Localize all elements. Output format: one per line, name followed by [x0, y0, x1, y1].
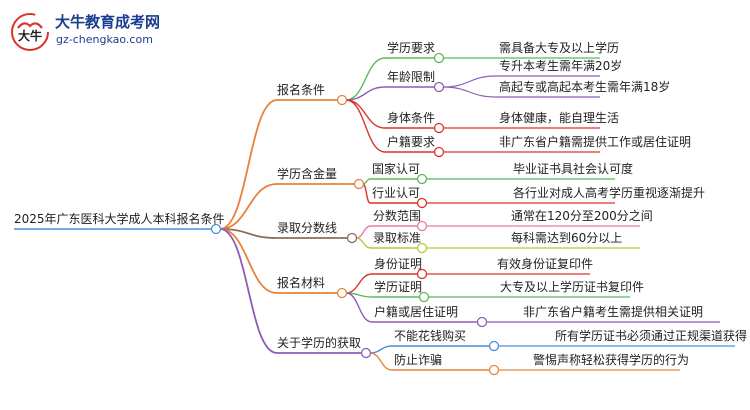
- child-link-0-1: [345, 86, 386, 101]
- child-node-0-1[interactable]: [433, 81, 445, 93]
- child-link-0-2: [345, 99, 386, 129]
- child-node-4-0[interactable]: [488, 340, 500, 352]
- detail-label-0-1-0: 专升本考生需年满20岁: [499, 59, 623, 73]
- branch-label-1: 学历含金量: [277, 167, 338, 181]
- branch-label-4: 关于学历的获取: [277, 336, 362, 350]
- detail-label-0-1-1: 高起专或高起本考生需年满18岁: [499, 80, 671, 94]
- detail-label-4-1-0: 警惕声称轻松获得学历的行为: [533, 353, 690, 367]
- bull-emblem-icon: 大牛: [11, 13, 49, 51]
- child-link-0-3: [345, 99, 386, 153]
- child-link-4-1: [369, 352, 393, 371]
- child-node-1-0[interactable]: [416, 173, 428, 185]
- branch-link-3: [219, 228, 278, 294]
- child-label-0-0: 学历要求: [387, 41, 436, 55]
- branch-link-0: [219, 99, 278, 230]
- child-label-3-0: 身份证明: [374, 257, 423, 271]
- detail-label-2-0-0: 通常在120分至200分之间: [511, 209, 653, 223]
- child-node-1-1[interactable]: [416, 197, 428, 209]
- child-label-4-1: 防止诈骗: [394, 353, 443, 367]
- child-label-0-2: 身体条件: [387, 111, 436, 125]
- detail-label-0-0-0: 需具备大专及以上学历: [499, 41, 620, 55]
- branch-link-4: [219, 228, 278, 354]
- detail-label-1-1-0: 各行业对成人高考学历重视逐渐提升: [513, 186, 706, 200]
- child-node-3-1[interactable]: [418, 291, 430, 303]
- mindmap-nodes: [210, 52, 500, 376]
- child-label-0-1: 年龄限制: [387, 70, 436, 84]
- branch-node-3[interactable]: [336, 287, 348, 299]
- child-node-0-2[interactable]: [433, 122, 445, 134]
- branch-label-0: 报名条件: [277, 83, 326, 97]
- child-node-0-3[interactable]: [433, 146, 445, 158]
- branch-node-1[interactable]: [353, 178, 365, 190]
- child-label-2-0: 分数范围: [373, 209, 422, 223]
- detail-label-4-0-0: 所有学历证书必须通过正规渠道获得: [555, 329, 748, 343]
- branch-node-2[interactable]: [346, 232, 358, 244]
- child-node-4-1[interactable]: [488, 364, 500, 376]
- detail-label-0-3-0: 非广东省户籍需提供工作或居住证明: [499, 135, 692, 149]
- child-link-4-0: [369, 345, 393, 354]
- root-node[interactable]: [210, 223, 222, 235]
- child-link-3-0: [345, 273, 373, 294]
- branch-link-2: [219, 228, 278, 239]
- child-node-2-1[interactable]: [416, 242, 428, 254]
- child-link-0-0: [345, 57, 386, 101]
- child-label-1-0: 国家认可: [372, 162, 421, 176]
- emblem-text: 大牛: [18, 28, 42, 43]
- child-label-3-2: 户籍或居住证明: [374, 305, 459, 319]
- detail-label-3-0-0: 有效身份证复印件: [497, 257, 594, 271]
- site-url[interactable]: gz-chengkao.com: [56, 33, 153, 46]
- site-name: 大牛教育成考网: [55, 13, 161, 31]
- branch-node-4[interactable]: [360, 347, 372, 359]
- branch-label-2: 录取分数线: [277, 221, 338, 235]
- detail-link-0-1-1: [442, 86, 497, 98]
- site-logo: 大牛 大牛教育成考网 gz-chengkao.com: [8, 10, 198, 56]
- detail-label-1-0-0: 毕业证书具社会认可度: [513, 162, 634, 176]
- child-node-0-0[interactable]: [433, 52, 445, 64]
- detail-link-0-1-0: [442, 75, 497, 88]
- mindmap-root-label: 2025年广东医科大学成人本科报名条件: [14, 212, 225, 226]
- child-label-4-0: 不能花钱购买: [394, 329, 467, 343]
- child-link-2-0: [355, 225, 372, 239]
- child-node-2-0[interactable]: [416, 220, 428, 232]
- child-label-3-1: 学历证明: [374, 280, 423, 294]
- child-link-1-1: [362, 183, 371, 204]
- branch-node-0[interactable]: [336, 94, 348, 106]
- branch-link-1: [219, 183, 278, 230]
- child-label-0-3: 户籍要求: [387, 135, 436, 149]
- detail-label-2-1-0: 每科需达到60分以上: [511, 231, 623, 245]
- child-node-3-0[interactable]: [416, 268, 428, 280]
- child-node-3-2[interactable]: [476, 316, 488, 328]
- child-link-2-1: [355, 237, 372, 249]
- child-label-1-1: 行业认可: [372, 186, 421, 200]
- mindmap-links: [14, 57, 735, 371]
- branch-label-3: 报名材料: [277, 276, 326, 290]
- detail-label-3-2-0: 非广东省户籍考生需提供相关证明: [523, 305, 704, 319]
- child-link-3-2: [345, 292, 373, 323]
- child-label-2-1: 录取标准: [373, 231, 422, 245]
- detail-label-0-2-0: 身体健康，能自理生活: [499, 111, 620, 125]
- detail-label-3-1-0: 大专及以上学历证书复印件: [500, 280, 645, 294]
